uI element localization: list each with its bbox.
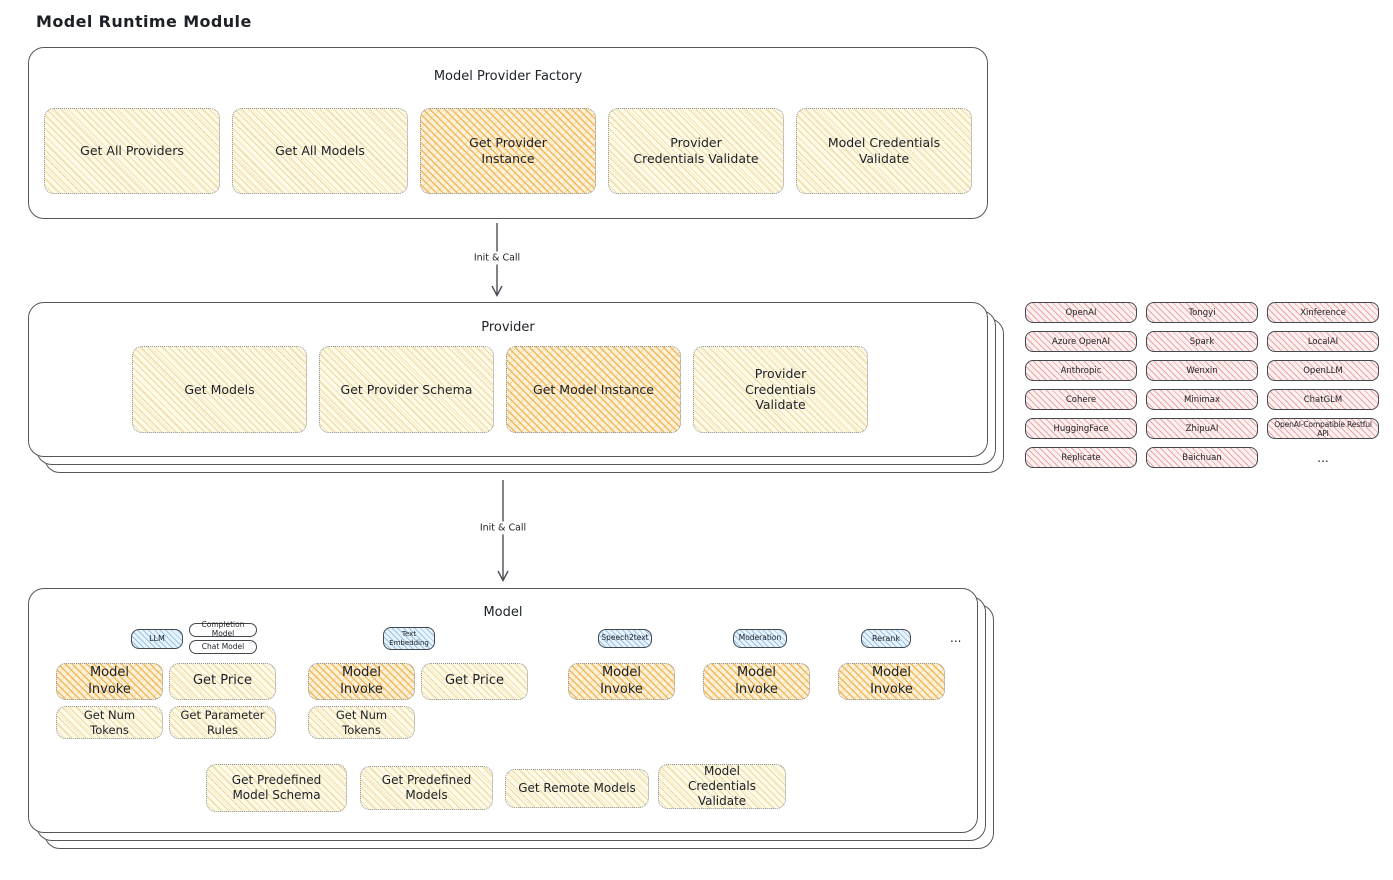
provider-grid: OpenAI Tongyi Xinference Azure OpenAI Sp… <box>1025 302 1379 468</box>
tag-speech2text: Speech2text <box>598 629 652 648</box>
tag-completion-model: Completion Model <box>189 621 257 638</box>
node-get-predefined-model-schema: Get Predefined Model Schema <box>206 764 347 812</box>
model-provider-factory-panel: Model Provider Factory Get All Providers… <box>28 47 988 219</box>
provider-pill-minimax: Minimax <box>1146 389 1258 410</box>
node-model-invoke-text-embedding: Model Invoke <box>308 663 415 700</box>
node-get-predefined-models: Get Predefined Models <box>360 766 493 810</box>
provider-title: Provider <box>481 320 535 335</box>
provider-grid-ellipsis: ... <box>1317 450 1329 465</box>
node-get-all-models: Get All Models <box>232 108 408 194</box>
provider-pill-spark: Spark <box>1146 331 1258 352</box>
node-get-num-tokens-llm: Get Num Tokens <box>56 706 163 739</box>
node-get-parameter-rules: Get Parameter Rules <box>169 706 276 739</box>
provider-pill-wenxin: Wenxin <box>1146 360 1258 381</box>
provider-pill-anthropic: Anthropic <box>1025 360 1137 381</box>
provider-pill-tongyi: Tongyi <box>1146 302 1258 323</box>
factory-sheet: Model Provider Factory Get All Providers… <box>28 47 988 219</box>
node-provider-credentials-validate-factory: Provider Credentials Validate <box>608 108 784 194</box>
provider-pill-chatglm: ChatGLM <box>1267 389 1379 410</box>
model-panel: Model LLM Completion Model Chat Model Te… <box>28 588 994 849</box>
provider-pill-xinference: Xinference <box>1267 302 1379 323</box>
tag-text-embedding: Text Embedding <box>383 627 435 650</box>
tag-moderation: Moderation <box>733 629 787 648</box>
provider-pill-huggingface: HuggingFace <box>1025 418 1137 439</box>
provider-pill-azure-openai: Azure OpenAI <box>1025 331 1137 352</box>
node-get-models: Get Models <box>132 346 307 433</box>
provider-pill-zhipuai: ZhipuAI <box>1146 418 1258 439</box>
factory-title: Model Provider Factory <box>433 69 583 84</box>
node-get-provider-schema: Get Provider Schema <box>319 346 494 433</box>
node-get-remote-models: Get Remote Models <box>505 769 649 808</box>
node-get-provider-instance: Get Provider Instance <box>420 108 596 194</box>
arrow-label-init-call-1: Init & Call <box>468 251 526 265</box>
provider-pill-cohere: Cohere <box>1025 389 1137 410</box>
node-model-invoke-moderation: Model Invoke <box>703 663 810 700</box>
provider-pill-openllm: OpenLLM <box>1267 360 1379 381</box>
provider-pill-replicate: Replicate <box>1025 447 1137 468</box>
tag-chat-model: Chat Model <box>189 640 257 654</box>
node-model-invoke-llm: Model Invoke <box>56 663 163 700</box>
provider-sheet: Provider Get Models Get Provider Schema … <box>28 302 988 457</box>
provider-pill-openai: OpenAI <box>1025 302 1137 323</box>
provider-panel: Provider Get Models Get Provider Schema … <box>28 302 1004 473</box>
node-get-model-instance: Get Model Instance <box>506 346 681 433</box>
node-model-credentials-validate: Model Credentials Validate <box>658 764 786 809</box>
model-title: Model <box>483 605 523 620</box>
arrow-label-init-call-2: Init & Call <box>474 521 532 535</box>
node-provider-credentials-validate: Provider Credentials Validate <box>693 346 868 433</box>
node-model-credentials-validate-factory: Model Credentials Validate <box>796 108 972 194</box>
node-get-num-tokens-text-embedding: Get Num Tokens <box>308 706 415 739</box>
node-model-invoke-speech2text: Model Invoke <box>568 663 675 700</box>
provider-pill-localai: LocalAI <box>1267 331 1379 352</box>
provider-pill-openai-compatible: OpenAI-Compatible Restful API <box>1267 418 1379 439</box>
node-get-all-providers: Get All Providers <box>44 108 220 194</box>
diagram-title: Model Runtime Module <box>36 12 252 31</box>
tag-llm: LLM <box>131 629 183 649</box>
tag-rerank: Rerank <box>861 629 911 648</box>
node-get-price-llm: Get Price <box>169 663 276 700</box>
node-get-price-text-embedding: Get Price <box>421 663 528 700</box>
model-types-ellipsis: ... <box>950 631 962 645</box>
node-model-invoke-rerank: Model Invoke <box>838 663 945 700</box>
model-sheet: Model LLM Completion Model Chat Model Te… <box>28 588 978 833</box>
provider-pill-baichuan: Baichuan <box>1146 447 1258 468</box>
